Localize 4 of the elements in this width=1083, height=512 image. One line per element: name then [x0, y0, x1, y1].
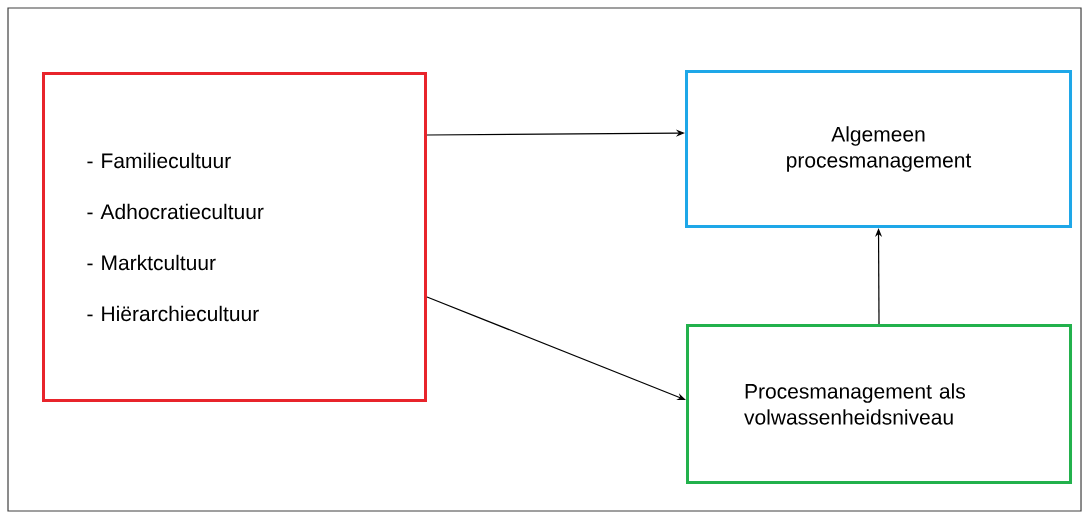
- process-box: Algemeen procesmanagement: [685, 70, 1072, 228]
- arrow: [426, 296, 686, 400]
- list-box: - Familiecultuur - Adhocratiecultuur - Marktcultuur - Hiërarchiecultuur: [42, 72, 427, 402]
- process-box: Procesmanagement als volwassenheidsniveau: [686, 324, 1072, 484]
